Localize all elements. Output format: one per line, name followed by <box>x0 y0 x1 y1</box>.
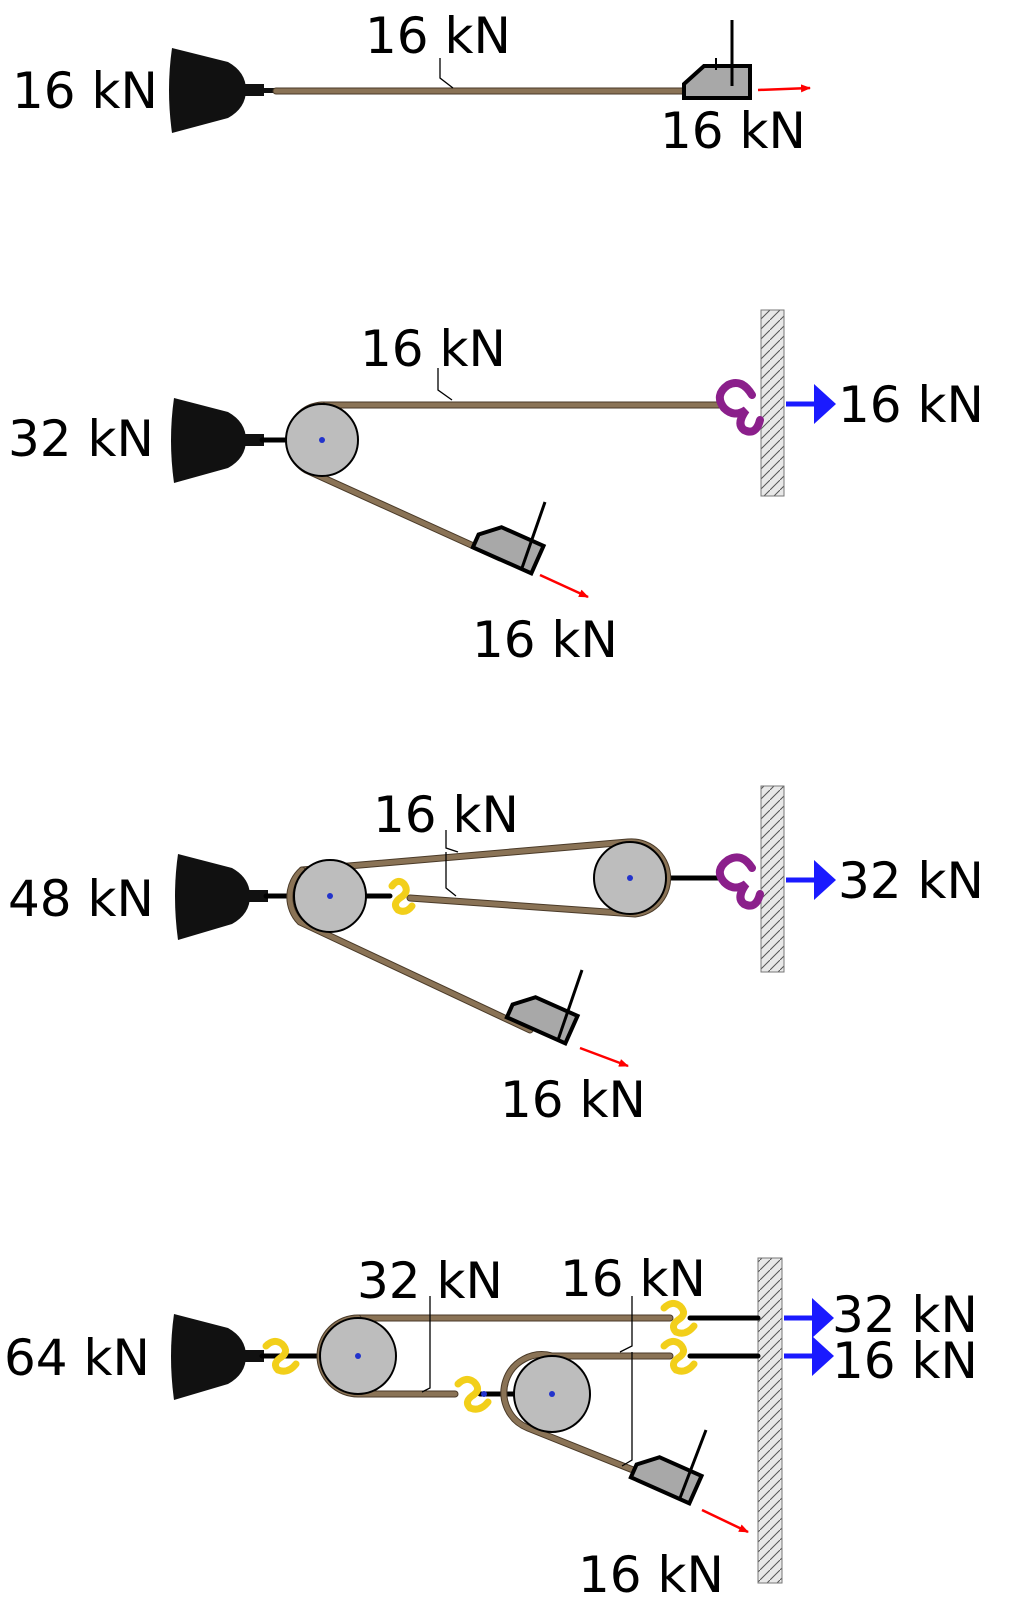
pulley-icon <box>285 403 359 477</box>
rope-tension-label: 32 kN <box>357 1252 503 1310</box>
anchor-force-label: 16 kN <box>832 1332 978 1390</box>
tension-leader <box>619 1296 633 1353</box>
load-weight-icon <box>171 1314 264 1400</box>
anchor-force-label: 32 kN <box>838 852 984 910</box>
pull-force-label: 16 kN <box>578 1546 724 1604</box>
rope-grab-icon <box>628 1429 708 1506</box>
tension-leader <box>445 830 459 853</box>
panel-3: 48 kN 16 kN 16 kN 32 kN <box>8 785 984 1129</box>
hook-icon <box>454 1375 492 1413</box>
pull-arrow <box>579 1046 629 1068</box>
pull-arrow <box>757 84 811 93</box>
load-weight-icon <box>171 398 264 483</box>
hook-icon <box>715 853 764 910</box>
rope-tension-label: 16 kN <box>365 7 511 65</box>
panel-1: 16 kN 16 kN 16 kN <box>12 7 811 160</box>
pulley-icon <box>593 841 667 915</box>
rope-tension-label: 16 kN <box>373 786 519 844</box>
pull-force-label: 16 kN <box>472 611 618 669</box>
anchor-force-label: 16 kN <box>838 376 984 434</box>
pulley-icon <box>513 1355 591 1433</box>
rope-grab-icon <box>682 20 752 100</box>
wall-anchor-icon <box>760 309 785 497</box>
hook-icon <box>660 1299 698 1337</box>
rope-tension-label: 16 kN <box>360 320 506 378</box>
anchor-force-arrow <box>786 384 836 424</box>
pulley-icon <box>319 1317 397 1395</box>
pull-arrow <box>701 1508 749 1534</box>
hook-icon <box>715 379 764 436</box>
tension-leader <box>445 852 457 897</box>
tension-leader <box>439 58 454 89</box>
load-weight-icon <box>175 854 268 940</box>
hook-icon <box>262 1337 300 1375</box>
load-label: 32 kN <box>8 410 154 468</box>
wall-anchor-icon <box>757 1257 783 1584</box>
load-label: 64 kN <box>4 1329 150 1387</box>
rope-grab-icon <box>470 501 547 576</box>
panel-4: 64 kN 32 kN 16 kN 16 kN 32 kN 16 kN <box>4 1250 978 1604</box>
wall-anchor-icon <box>760 785 785 973</box>
anchor-force-arrow <box>784 1298 834 1338</box>
load-label: 16 kN <box>12 62 158 120</box>
rope-grab-icon <box>504 969 584 1046</box>
pulley-icon <box>293 859 367 933</box>
rope-tension-label: 16 kN <box>560 1250 706 1308</box>
hook-icon <box>388 877 416 915</box>
panel-2: 32 kN 16 kN 16 kN 16 kN <box>8 309 984 669</box>
load-label: 48 kN <box>8 870 154 928</box>
pull-force-label: 16 kN <box>660 102 806 160</box>
tension-leader <box>621 1352 633 1467</box>
anchor-force-label: 32 kN <box>832 1286 978 1344</box>
anchor-force-arrow <box>786 860 836 900</box>
pull-force-label: 16 kN <box>500 1071 646 1129</box>
tension-leader <box>437 368 453 401</box>
tension-leader <box>421 1310 431 1393</box>
hook-icon <box>660 1337 698 1375</box>
pull-arrow <box>539 573 589 599</box>
anchor-force-arrow <box>784 1336 834 1376</box>
load-weight-icon <box>169 48 276 133</box>
